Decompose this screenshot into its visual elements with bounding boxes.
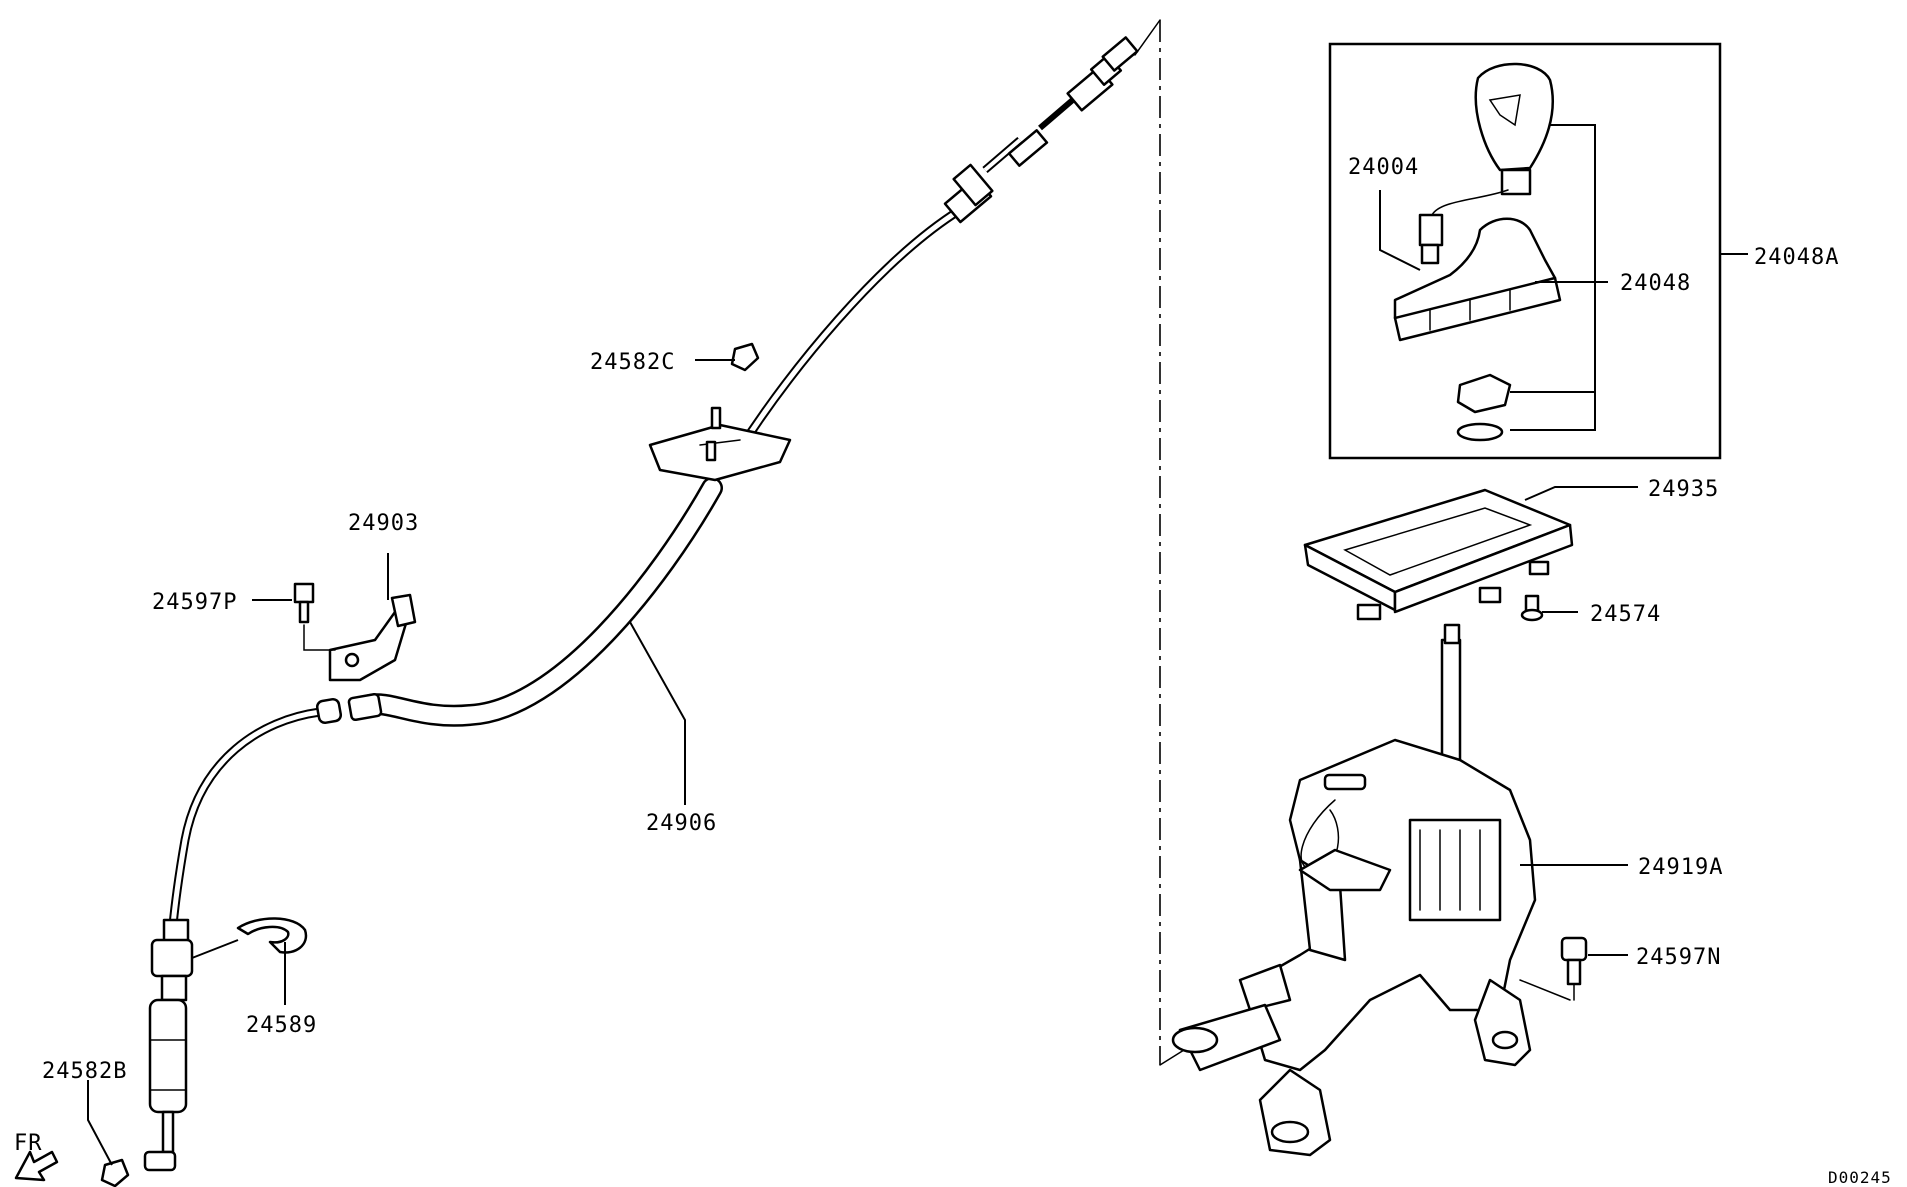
shift-lever-assembly-drawing xyxy=(1171,623,1588,1157)
label-24935: 24935 xyxy=(1648,477,1719,502)
leader-lines xyxy=(87,124,1748,1166)
shift-cable-drawing xyxy=(143,36,1139,1172)
label-24048A: 24048A xyxy=(1754,245,1839,270)
knob-assembly-box xyxy=(1328,42,1722,460)
indicator-panel-drawing xyxy=(1303,488,1574,622)
bracket-drawing xyxy=(293,582,417,682)
direction-label-fr: FR xyxy=(14,1131,43,1156)
shift-knob-drawing xyxy=(1393,62,1562,442)
label-24048: 24048 xyxy=(1620,271,1691,296)
cable-mounting-plate-drawing xyxy=(648,342,792,482)
nut-drawing xyxy=(100,1158,130,1187)
label-24574: 24574 xyxy=(1590,602,1661,627)
label-24903: 24903 xyxy=(348,511,419,536)
clip-drawing xyxy=(236,917,308,954)
label-24582C: 24582C xyxy=(590,350,675,375)
label-24582B: 24582B xyxy=(42,1059,127,1084)
label-24589: 24589 xyxy=(246,1013,317,1038)
label-24906: 24906 xyxy=(646,811,717,836)
label-24597P: 24597P xyxy=(152,590,237,615)
label-24919A: 24919A xyxy=(1638,855,1723,880)
diagram-reference-code: D00245 xyxy=(1828,1168,1892,1187)
front-direction-arrow xyxy=(14,1150,59,1182)
part-labels: 24004 24048 24048A 24935 24574 24919A 24… xyxy=(14,155,1892,1187)
label-24597N: 24597N xyxy=(1636,945,1721,970)
section-divider-line xyxy=(1134,19,1201,1066)
label-24004: 24004 xyxy=(1348,155,1419,180)
